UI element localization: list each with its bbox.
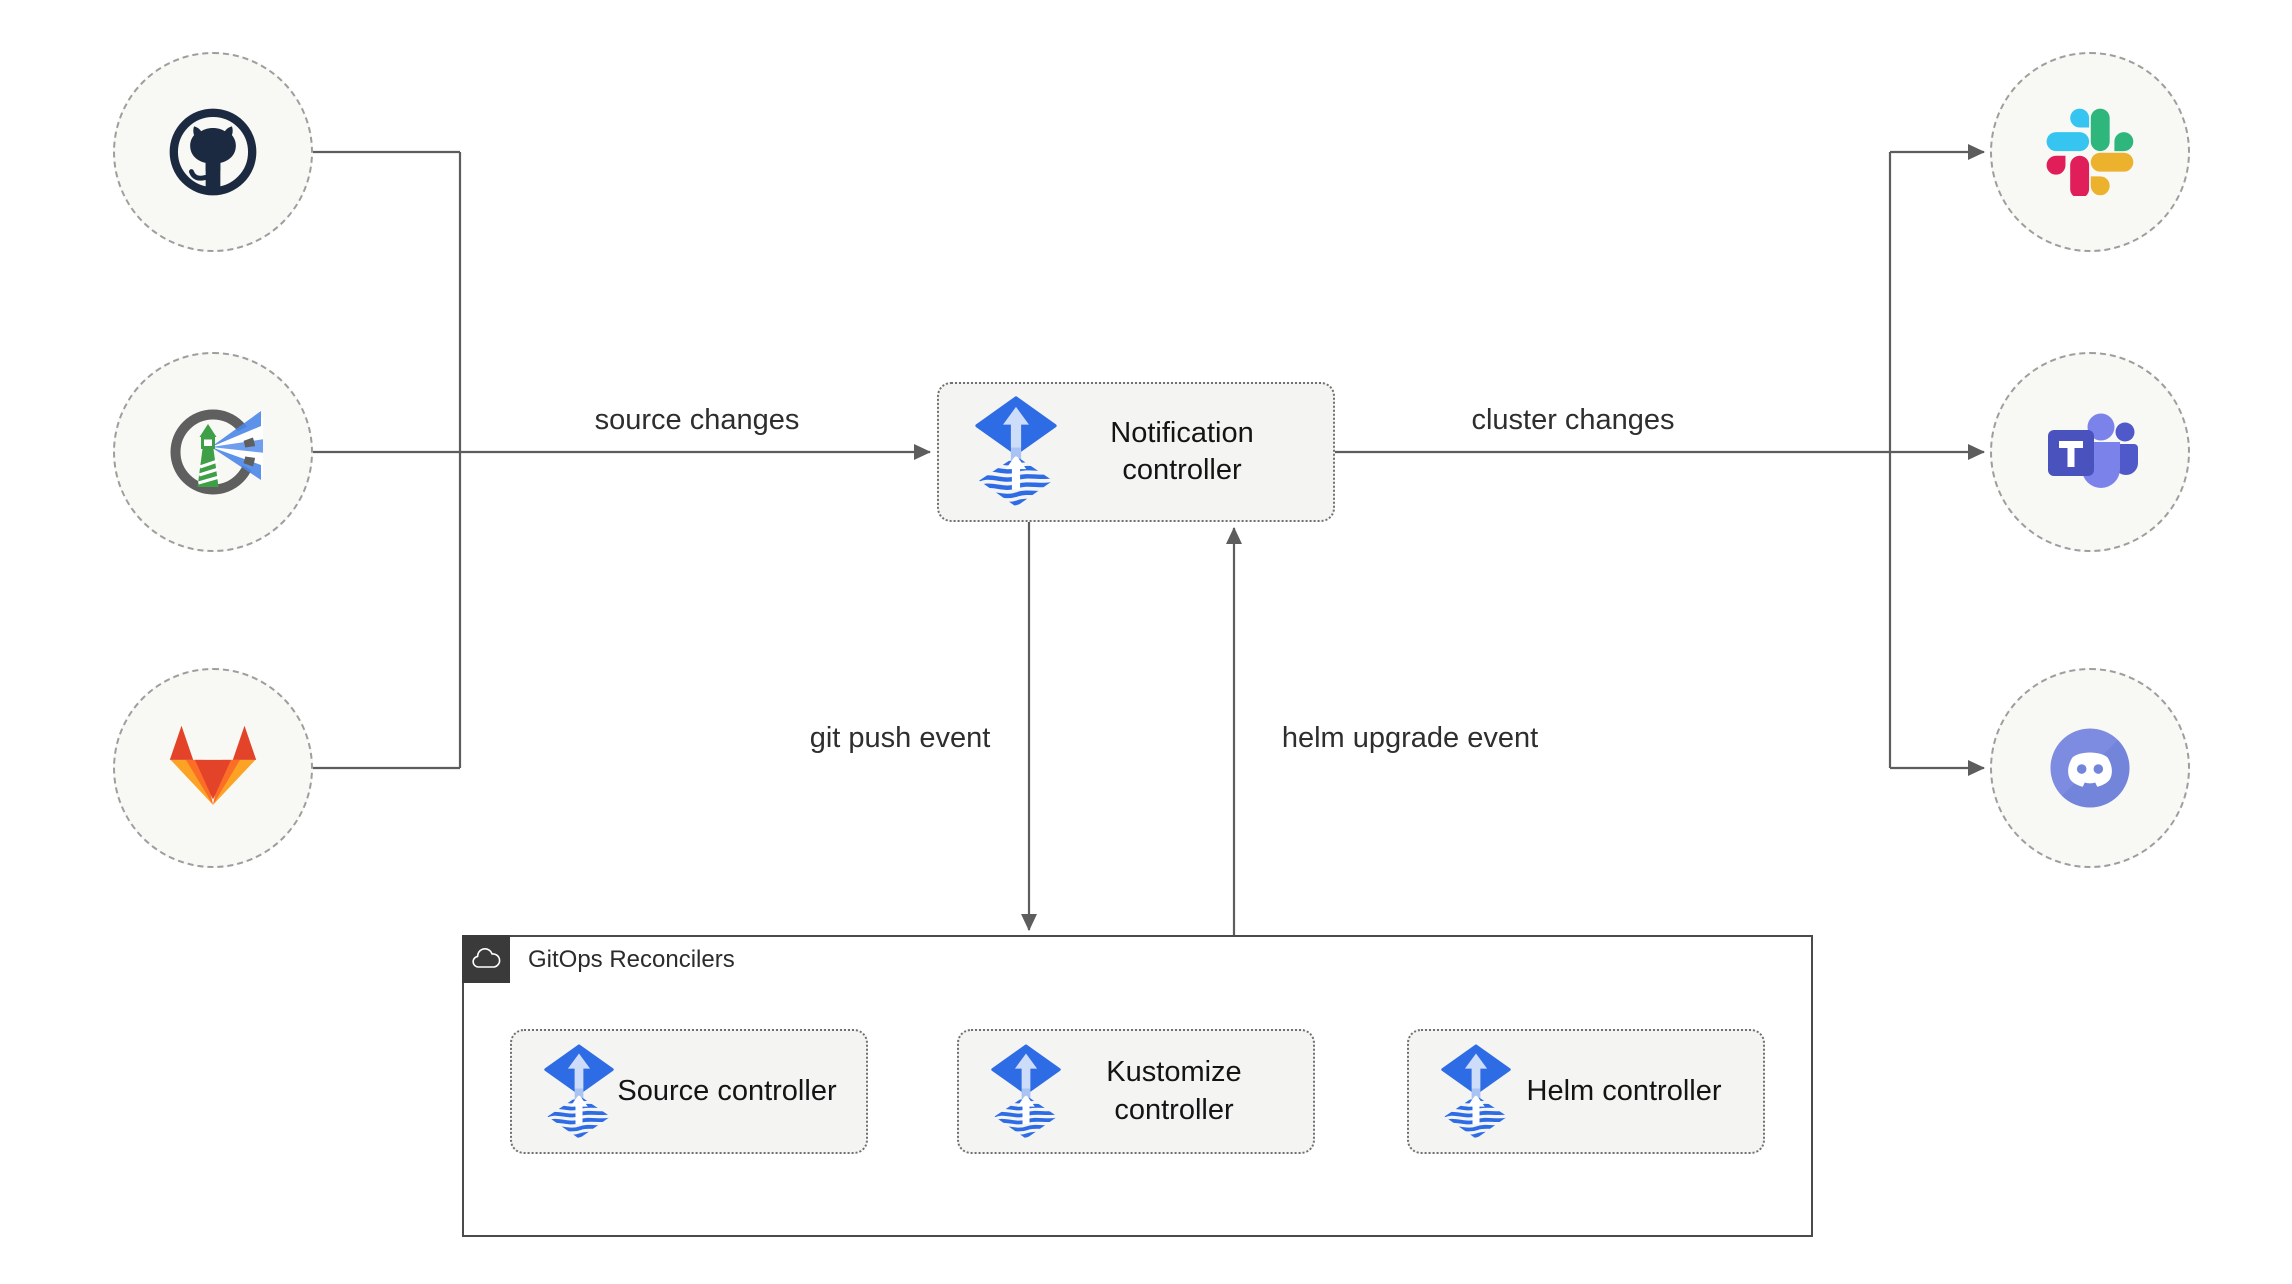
gitlab-icon bbox=[169, 725, 257, 805]
group-title: GitOps Reconcilers bbox=[528, 946, 735, 973]
node-helm-controller: Helm controller bbox=[1407, 1029, 1765, 1154]
notification-controller-label: Notification controller bbox=[1110, 416, 1254, 486]
slack-icon bbox=[2046, 108, 2134, 196]
group-badge bbox=[462, 935, 510, 983]
node-microsoft-teams bbox=[1990, 352, 2190, 552]
edge-label-git-push-event: git push event bbox=[809, 722, 991, 754]
node-gitlab bbox=[113, 668, 313, 868]
node-discord bbox=[1990, 668, 2190, 868]
flux-icon bbox=[544, 1044, 614, 1140]
flux-icon bbox=[975, 396, 1057, 508]
node-harbor bbox=[113, 352, 313, 552]
kustomize-controller-label: Kustomize controller bbox=[1106, 1056, 1242, 1126]
source-controller-label: Source controller bbox=[617, 1074, 837, 1107]
node-kustomize-controller: Kustomize controller bbox=[957, 1029, 1315, 1154]
helm-controller-label: Helm controller bbox=[1526, 1074, 1722, 1107]
node-slack bbox=[1990, 52, 2190, 252]
node-github bbox=[113, 52, 313, 252]
flux-icon bbox=[1441, 1044, 1511, 1140]
discord-icon bbox=[2050, 728, 2130, 808]
github-icon bbox=[169, 108, 257, 196]
microsoft-teams-icon bbox=[2048, 413, 2138, 488]
edge-label-helm-upgrade-event: helm upgrade event bbox=[1281, 722, 1539, 754]
group-gitops-reconcilers: GitOps Reconcilers Source controller Kus… bbox=[462, 935, 1813, 1237]
cloud-icon bbox=[472, 948, 501, 968]
edge-label-cluster-changes: cluster changes bbox=[1471, 404, 1675, 436]
node-source-controller: Source controller bbox=[510, 1029, 868, 1154]
harbor-icon bbox=[170, 409, 263, 495]
flux-icon bbox=[991, 1044, 1061, 1140]
node-notification-controller: Notification controller bbox=[937, 382, 1335, 522]
edge-label-source-changes: source changes bbox=[594, 404, 800, 436]
